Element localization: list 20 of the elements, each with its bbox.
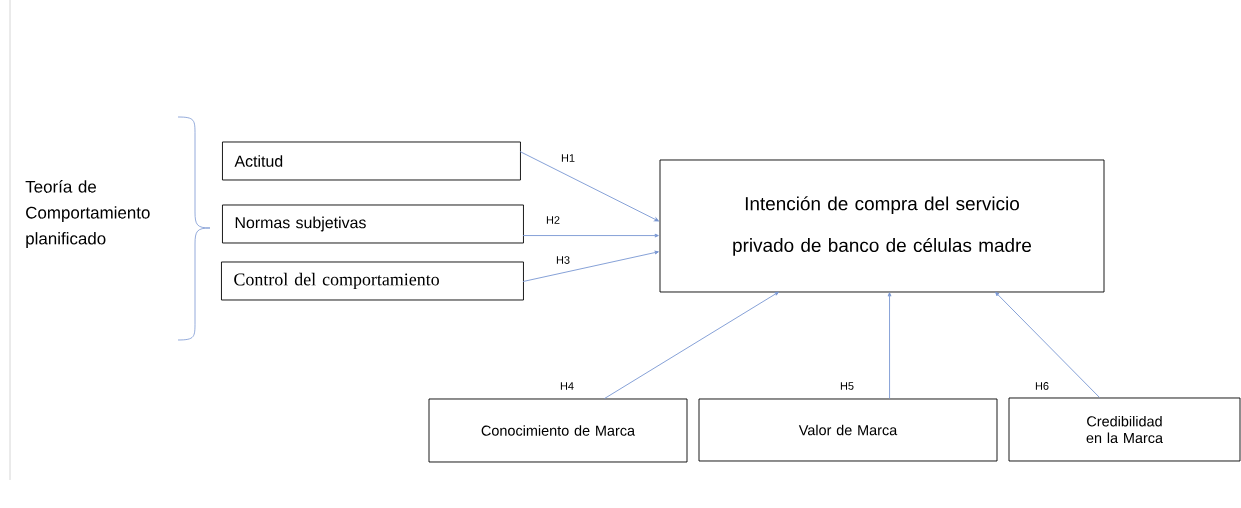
arrow [519, 151, 659, 222]
edge-label: H2 [545, 215, 561, 225]
process-box: Control del comportamiento [221, 261, 524, 301]
edge-label: H3 [555, 255, 571, 265]
arrow [995, 291, 1100, 398]
edge-label: H4 [559, 381, 575, 391]
edge-label: H6 [1034, 381, 1050, 391]
edge-label: H1 [560, 153, 576, 163]
process-box: Normas subjetivas [222, 204, 524, 244]
arrow [522, 250, 659, 282]
process-box: Conocimiento de Marca [428, 398, 688, 463]
process-box: Credibilidad en la Marca [1008, 397, 1241, 462]
arrow [887, 292, 892, 399]
arrow [604, 291, 779, 399]
arrow [522, 233, 659, 238]
process-box: Actitud [222, 141, 521, 181]
outcome-box: Intención de compra del servicio privado de banco de células madre [659, 159, 1105, 293]
edge-label: H5 [839, 381, 855, 391]
group-label: Teoría de Comportamiento planificado [25, 180, 150, 248]
process-box: Valor de Marca [698, 398, 998, 462]
